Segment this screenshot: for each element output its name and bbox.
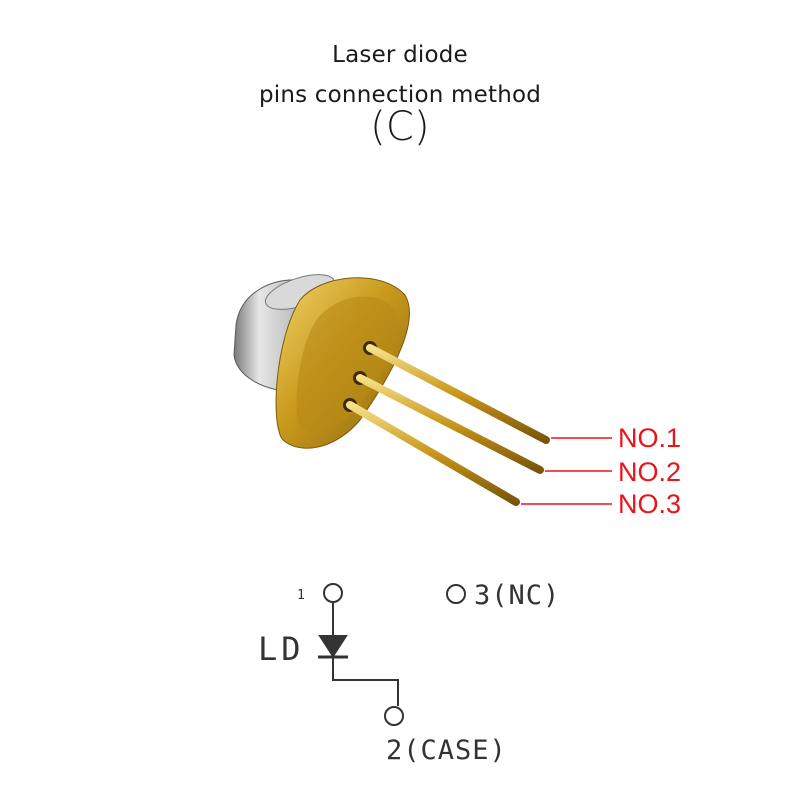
schematic bbox=[318, 583, 466, 726]
pin-3 bbox=[346, 401, 520, 506]
terminal-2 bbox=[384, 706, 404, 726]
pin-label-3: NO.3 bbox=[618, 489, 682, 519]
pin-label-2: NO.2 bbox=[618, 457, 682, 487]
pin3-label: 3(NC) bbox=[474, 580, 560, 611]
terminal-1 bbox=[323, 583, 343, 603]
title-line-2: pins connection method bbox=[258, 82, 542, 108]
ld-label: LD bbox=[258, 630, 305, 668]
gold-flange bbox=[275, 277, 410, 449]
pin1-number: 1 bbox=[297, 588, 305, 603]
pin-1 bbox=[366, 344, 550, 444]
pin-label-1: NO.1 bbox=[618, 423, 682, 453]
title-line-1: Laser diode bbox=[332, 42, 468, 68]
terminal-3 bbox=[446, 584, 466, 604]
pin2-label: 2(CASE) bbox=[386, 735, 507, 766]
title-variant: (C) bbox=[370, 104, 430, 150]
diode-symbol bbox=[318, 635, 348, 658]
pin-2 bbox=[356, 374, 544, 474]
